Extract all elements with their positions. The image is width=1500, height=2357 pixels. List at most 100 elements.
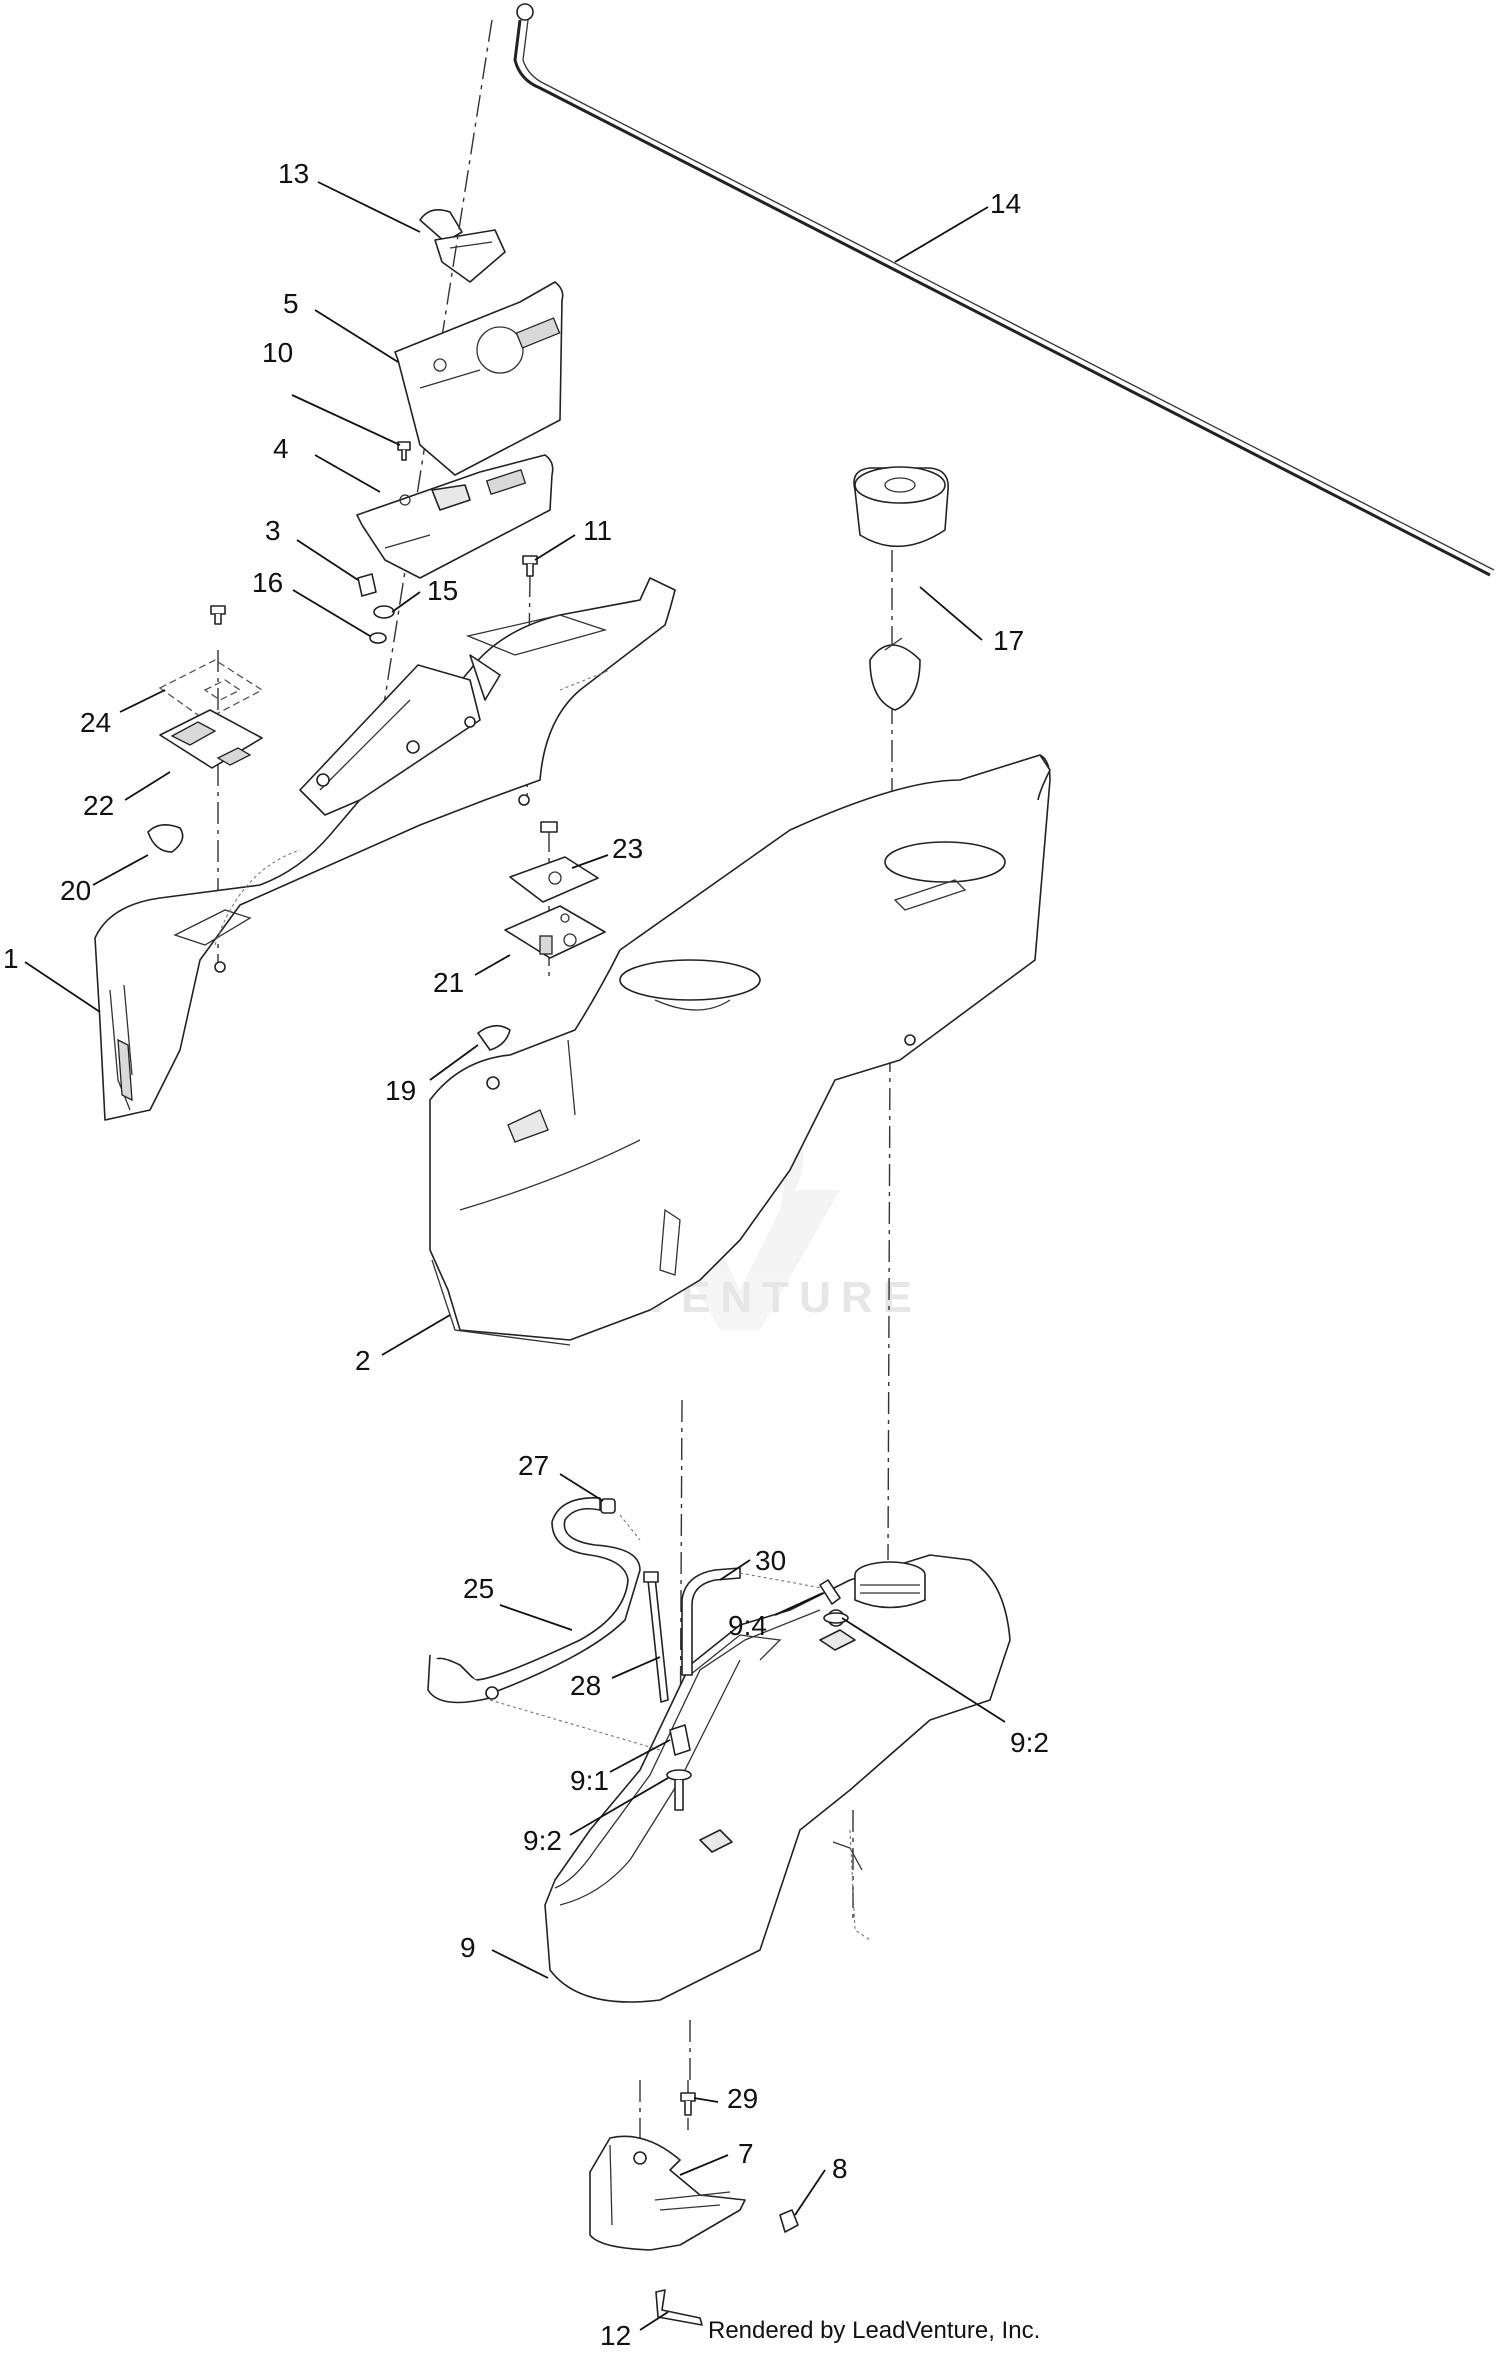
- callout-23: 23: [612, 833, 643, 864]
- part-3-clip: [357, 573, 377, 597]
- part-24-decal: [158, 659, 264, 721]
- callout-17: 17: [993, 625, 1024, 656]
- leader-22: [124, 771, 171, 801]
- leader-15: [391, 591, 421, 613]
- callout-labels: 13 14 5 10 4 3 11 16 15 17 24 22 20 1 23…: [3, 158, 1049, 2351]
- callout-9: 9: [460, 1932, 476, 1963]
- leader-4: [314, 454, 381, 493]
- part-1-console: [94, 577, 676, 1121]
- part-23-decal: [509, 821, 599, 903]
- part-7-bracket: [589, 2135, 746, 2251]
- part-15-washer: [373, 605, 395, 619]
- leader-21: [474, 954, 511, 976]
- callout-7: 7: [738, 2138, 754, 2169]
- callout-12: 12: [600, 2320, 631, 2351]
- callout-4: 4: [273, 433, 289, 464]
- part-12-rod: [655, 2289, 703, 2326]
- part-2-shroud: [429, 754, 1051, 1346]
- leader-11: [534, 534, 576, 561]
- part-17-cap: [853, 466, 949, 711]
- leader-10: [291, 394, 401, 446]
- part-25-hose: [427, 1497, 641, 1704]
- leader-9-2b: [569, 1777, 669, 1836]
- leader-27: [559, 1473, 604, 1502]
- leader-19: [429, 1044, 479, 1081]
- callout-28: 28: [570, 1670, 601, 1701]
- leader-9-1: [609, 1739, 671, 1773]
- callout-9-1: 9:1: [570, 1765, 609, 1796]
- part-30-tube: [681, 1567, 741, 1676]
- callout-13: 13: [278, 158, 309, 189]
- assembly-line-tube: [739, 1572, 823, 1589]
- part-11-screw: [522, 555, 538, 577]
- part-4-panel: [356, 454, 554, 579]
- leader-29: [693, 2097, 719, 2103]
- callout-29: 29: [727, 2083, 758, 2114]
- part-9-2-grommet-left: [666, 1769, 692, 1811]
- callout-21: 21: [433, 967, 464, 998]
- callout-15: 15: [427, 575, 458, 606]
- centerline-tank: [887, 1049, 891, 1561]
- leader-17: [919, 586, 983, 641]
- leader-13: [317, 181, 421, 233]
- leader-24: [119, 689, 166, 713]
- leader-16: [292, 589, 371, 637]
- callout-24: 24: [80, 707, 111, 738]
- callout-30: 30: [755, 1545, 786, 1576]
- callout-1: 1: [3, 943, 19, 974]
- leader-9-4: [774, 1592, 824, 1616]
- callout-3: 3: [265, 515, 281, 546]
- leader-9-2a: [841, 1617, 1006, 1723]
- callout-10: 10: [262, 337, 293, 368]
- leader-lines: [24, 181, 1006, 2331]
- part-27-cap: [600, 1498, 616, 1514]
- leader-14: [894, 206, 989, 263]
- leader-8: [794, 2169, 826, 2216]
- part-20-pad: [147, 824, 184, 853]
- part-22-plate: [159, 709, 263, 769]
- part-21-plate: [504, 905, 606, 959]
- leader-20: [92, 854, 149, 886]
- leader-9: [491, 1949, 549, 1979]
- leader-28: [611, 1656, 661, 1679]
- callout-20: 20: [60, 875, 91, 906]
- callout-9-2-left: 9:2: [523, 1825, 562, 1856]
- leader-25: [499, 1604, 573, 1631]
- callout-25: 25: [463, 1573, 494, 1604]
- leader-1: [24, 961, 101, 1013]
- part-9-tank: [544, 1554, 1011, 2003]
- part-29-screw: [680, 2092, 696, 2116]
- leader-3: [296, 539, 359, 581]
- callout-5: 5: [283, 288, 299, 319]
- assembly-line-hose: [489, 1514, 661, 1751]
- callout-9-4: 9:4: [728, 1610, 767, 1641]
- callout-11: 11: [583, 515, 612, 546]
- part-14-cable: [513, 3, 1495, 577]
- assembly-line-tank-bottom: [849, 1829, 871, 1941]
- callout-9-2-right: 9:2: [1010, 1727, 1049, 1758]
- callout-19: 19: [385, 1075, 416, 1106]
- leader-2: [381, 1314, 451, 1356]
- part-9-4-fitting: [819, 1579, 841, 1605]
- callout-2: 2: [355, 1345, 371, 1376]
- leader-7: [679, 2154, 729, 2176]
- part-10-screw: [397, 441, 411, 461]
- callout-16: 16: [252, 567, 283, 598]
- part-28-tie: [643, 1571, 669, 1703]
- leader-30: [719, 1559, 751, 1581]
- rendered-by-credit: Rendered by LeadVenture, Inc.: [708, 2317, 1040, 2344]
- leader-12: [639, 2311, 669, 2331]
- part-24-screw: [210, 605, 226, 625]
- part-9-2-grommet-right: [823, 1612, 849, 1624]
- callout-22: 22: [83, 790, 114, 821]
- callout-27: 27: [518, 1450, 549, 1481]
- part-8-bolt: [779, 2209, 799, 2233]
- leader-23: [571, 854, 609, 869]
- callout-8: 8: [832, 2153, 848, 2184]
- part-16-nut: [369, 632, 387, 644]
- part-9-1-fitting: [669, 1724, 691, 1756]
- part-13-lever: [419, 209, 506, 283]
- callout-14: 14: [990, 188, 1021, 219]
